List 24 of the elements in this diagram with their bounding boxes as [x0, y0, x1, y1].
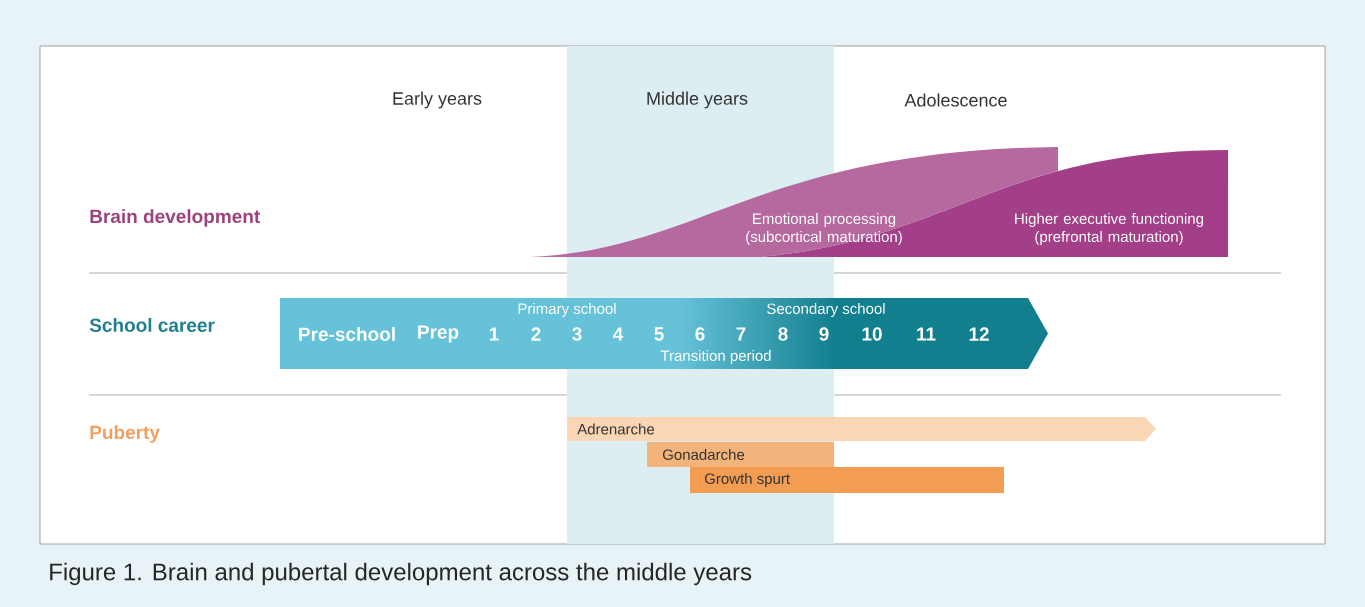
node-label: 6 [695, 327, 705, 341]
timeline-bar: Growth spurt [690, 467, 1004, 493]
node-label: 3 [572, 327, 582, 341]
period-heading: Early years [393, 91, 482, 109]
node-label: 1 [489, 327, 499, 341]
node-label: 8 [778, 327, 788, 341]
timeline-bar: Gonadarche [647, 442, 834, 467]
node-label: 7 [736, 327, 746, 341]
row-heading: Puberty [90, 425, 160, 443]
node-label: 5 [654, 327, 664, 341]
node-label: 12 [969, 327, 989, 341]
node-label: 9 [819, 327, 829, 341]
pointed-bar: Adrenarche [567, 417, 1156, 441]
node-label: Prep [418, 325, 459, 343]
node-label: 2 [531, 327, 541, 341]
row-heading: School career [89, 318, 215, 332]
caption: Figure 1. Brain and pubertal development across the middle years [50, 562, 752, 586]
node-label: Transition period [660, 350, 771, 364]
period-heading: Adolescence [904, 93, 1007, 107]
node-label: 10 [862, 327, 882, 341]
node-label: 4 [613, 327, 624, 341]
node-label: 11 [917, 327, 936, 341]
node-label: Pre-school [299, 327, 395, 341]
row-heading: Brain development [90, 209, 260, 227]
